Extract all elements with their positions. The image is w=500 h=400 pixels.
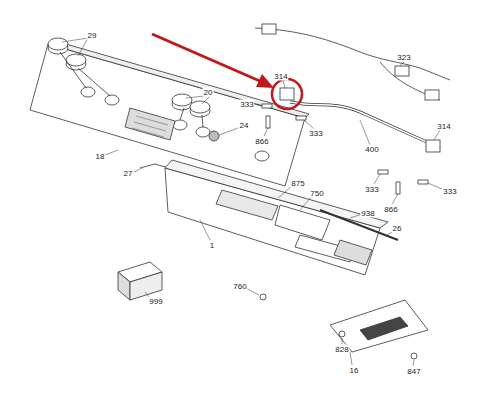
callout-number: 27 <box>123 169 134 178</box>
callout-number: 1 <box>209 241 215 250</box>
callout-number: 16 <box>349 366 360 375</box>
callout-number: 828 <box>334 345 349 354</box>
callout-number: 999 <box>148 297 163 306</box>
callout-number: 875 <box>290 179 305 188</box>
callout-number: 24 <box>239 121 250 130</box>
callout-number: 847 <box>406 367 421 376</box>
callout-number: 333 <box>364 185 379 194</box>
callout-number: 866 <box>383 205 398 214</box>
callout-number: 333 <box>239 100 254 109</box>
callout-number: 323 <box>396 53 411 62</box>
callout-number: 400 <box>364 145 379 154</box>
callout-number: 20 <box>203 88 214 97</box>
callout-number: 333 <box>308 129 323 138</box>
callout-number: 314 <box>436 122 451 131</box>
highlight-arrow <box>152 34 302 109</box>
callout-number: 866 <box>254 137 269 146</box>
callout-number: 18 <box>95 152 106 161</box>
callout-number: 938 <box>360 209 375 218</box>
callout-number: 314 <box>273 72 288 81</box>
callout-number: 29 <box>87 31 98 40</box>
callout-number: 26 <box>392 224 403 233</box>
switch <box>280 88 294 100</box>
callout-number: 760 <box>232 282 247 291</box>
callout-number: 750 <box>309 189 324 198</box>
callout-number: 333 <box>442 187 457 196</box>
